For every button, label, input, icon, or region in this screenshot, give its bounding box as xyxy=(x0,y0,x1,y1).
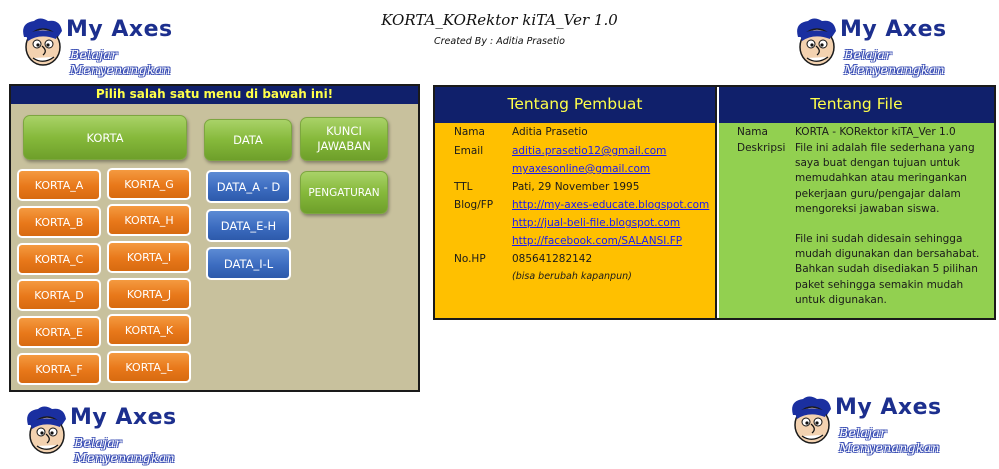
korta-b-button[interactable]: KORTA_B xyxy=(17,206,101,238)
korta-l-button[interactable]: KORTA_L xyxy=(107,351,191,383)
data-e-h-button[interactable]: DATA_E-H xyxy=(206,209,291,242)
logo-brand: My Axes xyxy=(66,17,173,42)
korta-button[interactable]: KORTA xyxy=(23,115,187,160)
desc-label: Deskripsi xyxy=(737,142,786,154)
author-ttl: Pati, 29 November 1995 xyxy=(512,181,640,193)
korta-f-button[interactable]: KORTA_F xyxy=(17,353,101,385)
data-i-l-button[interactable]: DATA_I-L xyxy=(206,247,291,280)
korta-a-button[interactable]: KORTA_A xyxy=(17,169,101,201)
name-label: Nama xyxy=(454,126,485,138)
korta-h-button[interactable]: KORTA_H xyxy=(107,204,191,236)
logo-tagline: Belajar Menyenangkan xyxy=(70,47,171,77)
blog-link-2[interactable]: http://jual-beli-file.blogspot.com xyxy=(512,217,681,229)
email-label: Email xyxy=(454,145,484,157)
author-name: Aditia Prasetio xyxy=(512,126,588,138)
korta-e-button[interactable]: KORTA_E xyxy=(17,316,101,348)
email-link-2[interactable]: myaxesonline@gmail.com xyxy=(512,163,651,175)
cartoon-face-icon xyxy=(27,406,66,454)
file-desc-2: File ini sudah didesain sehingga mudah d… xyxy=(795,233,980,306)
menu-panel: Pilih salah satu menu di bawah ini! KORT… xyxy=(9,84,420,392)
cartoon-face-icon xyxy=(797,18,836,66)
hp-label: No.HP xyxy=(454,253,486,265)
file-section: Tentang File Nama KORTA - KORektor kiTA_… xyxy=(719,87,994,318)
ttl-label: TTL xyxy=(454,181,473,193)
korta-j-button[interactable]: KORTA_J xyxy=(107,278,191,310)
app-subtitle: Created By : Aditia Prasetio xyxy=(433,36,565,47)
pengaturan-button[interactable]: PENGATURAN xyxy=(300,171,388,214)
logo-bottom-right: My Axes Belajar Menyenangkan xyxy=(787,393,987,455)
info-table: Tentang Pembuat Nama Aditia Prasetio Ema… xyxy=(433,85,996,320)
app-title: KORTA_KORektor kiTA_Ver 1.0 xyxy=(381,11,618,29)
logo-brand: My Axes xyxy=(840,17,947,42)
file-name: KORTA - KORektor kiTA_Ver 1.0 xyxy=(795,126,956,138)
jawaban-label: JAWABAN xyxy=(317,139,371,153)
logo-top-left: My Axes Belajar Menyenangkan xyxy=(18,15,218,77)
kunci-label: KUNCI xyxy=(326,124,362,138)
korta-d-button[interactable]: KORTA_D xyxy=(17,279,101,311)
logo-brand: My Axes xyxy=(835,395,942,420)
blog-link-1[interactable]: http://my-axes-educate.blogspot.com xyxy=(512,199,710,211)
logo-tagline: Belajar Menyenangkan xyxy=(74,435,175,465)
data-button[interactable]: DATA xyxy=(204,119,292,161)
korta-i-button[interactable]: KORTA_I xyxy=(107,241,191,273)
file-name-label: Nama xyxy=(737,126,768,138)
facebook-link[interactable]: http://facebook.com/SALANSI.FP xyxy=(512,235,683,247)
logo-tagline: Belajar Menyenangkan xyxy=(839,425,940,455)
file-header: Tentang File xyxy=(719,87,994,123)
menu-header: Pilih salah satu menu di bawah ini! xyxy=(11,86,418,104)
logo-top-right: My Axes Belajar Menyenangkan xyxy=(792,15,992,77)
logo-tagline: Belajar Menyenangkan xyxy=(844,47,945,77)
logo-brand: My Axes xyxy=(70,405,177,430)
korta-k-button[interactable]: KORTA_K xyxy=(107,314,191,346)
hp-note: (bisa berubah kapanpun) xyxy=(512,271,632,282)
korta-c-button[interactable]: KORTA_C xyxy=(17,243,101,275)
author-header: Tentang Pembuat xyxy=(435,87,715,123)
author-section: Tentang Pembuat Nama Aditia Prasetio Ema… xyxy=(435,87,717,318)
data-a-d-button[interactable]: DATA_A - D xyxy=(206,170,291,203)
author-hp: 085641282142 xyxy=(512,253,593,265)
email-link-1[interactable]: aditia.prasetio12@gmail.com xyxy=(512,145,667,157)
cartoon-face-icon xyxy=(792,396,831,444)
cartoon-face-icon xyxy=(23,18,62,66)
korta-g-button[interactable]: KORTA_G xyxy=(107,168,191,200)
blog-label: Blog/FP xyxy=(454,199,494,211)
kunci-jawaban-button[interactable]: KUNCI JAWABAN xyxy=(300,117,388,161)
logo-bottom-left: My Axes Belajar Menyenangkan xyxy=(22,403,222,465)
file-desc-1: File ini adalah file sederhana yang saya… xyxy=(795,142,975,215)
